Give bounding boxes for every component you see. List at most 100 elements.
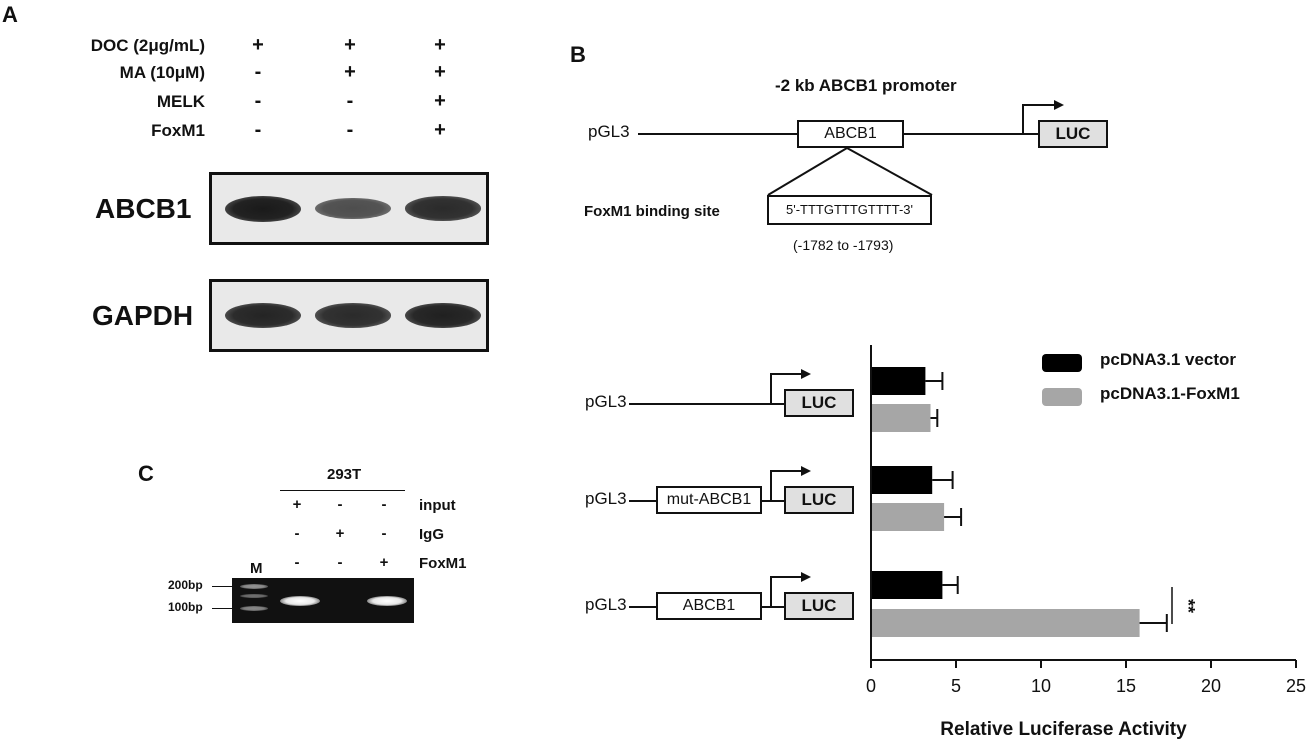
- construct-line: [629, 606, 656, 608]
- ladder-band-mid: [240, 594, 268, 598]
- construct-arrowhead: [801, 369, 811, 379]
- ladder-band-200: [240, 584, 268, 589]
- condition-sign: +: [344, 34, 356, 56]
- construct-tss: [770, 576, 772, 606]
- chip-sign: +: [292, 496, 302, 513]
- blot-band: [405, 302, 481, 329]
- panel-b-letter: B: [570, 42, 586, 67]
- ladder-tick-200: [212, 586, 232, 587]
- chip-row-label: input: [419, 497, 456, 514]
- condition-sign: -: [254, 90, 262, 112]
- condition-label: DOC (2μg/mL): [90, 36, 205, 55]
- construct-tss-arrow: [770, 470, 804, 472]
- construct-line: [762, 606, 784, 608]
- tss-arrowhead: [1054, 100, 1064, 110]
- blot-band: [225, 195, 301, 222]
- blot-band: [405, 196, 481, 221]
- chip-sign: -: [337, 496, 343, 513]
- construct-label: pGL3: [588, 122, 630, 141]
- bar-foxm1: [872, 503, 945, 531]
- ladder-band-100: [240, 606, 268, 611]
- condition-sign: -: [254, 61, 262, 83]
- construct-insert-box: ABCB1: [656, 592, 762, 620]
- gapdh-blot: [209, 279, 489, 352]
- luc-box-top: LUC: [1038, 120, 1108, 148]
- binding-site-label: FoxM1 binding site: [584, 203, 720, 220]
- blot-band: [315, 197, 391, 220]
- x-tick-label: 20: [1201, 676, 1221, 696]
- panel-a-letter: A: [2, 2, 18, 27]
- input-band: [280, 596, 320, 606]
- chip-row-label: FoxM1: [419, 555, 467, 572]
- bar-vector: [872, 571, 943, 599]
- chip-row-label: IgG: [419, 526, 444, 543]
- construct-arrowhead: [801, 466, 811, 476]
- x-tick-label: 15: [1116, 676, 1136, 696]
- chip-gel: [232, 578, 414, 623]
- construct-tss-arrow: [770, 576, 804, 578]
- abcb1-promoter-box: ABCB1: [797, 120, 904, 148]
- legend-swatch-foxm1: [1042, 388, 1082, 406]
- condition-sign: +: [434, 90, 446, 112]
- construct-insert-box: mut-ABCB1: [656, 486, 762, 514]
- construct-tss: [770, 470, 772, 500]
- chip-sign: +: [379, 554, 389, 571]
- condition-label: MELK: [156, 92, 205, 111]
- chip-sign: +: [335, 525, 345, 542]
- construct-arrowhead: [801, 572, 811, 582]
- construct-line: [762, 500, 784, 502]
- tss-arrow-shaft: [1022, 104, 1058, 106]
- bar-vector: [872, 367, 926, 395]
- ladder-tick-100: [212, 608, 232, 609]
- bar-foxm1: [872, 609, 1140, 637]
- marker-lane-label: M: [250, 560, 263, 577]
- cell-line-underline: [280, 490, 405, 491]
- condition-sign: +: [434, 119, 446, 141]
- chip-sign: -: [294, 525, 300, 542]
- x-axis-title: Relative Luciferase Activity: [940, 719, 1187, 740]
- condition-sign: -: [254, 119, 262, 141]
- condition-label: MA (10μM): [119, 63, 205, 82]
- condition-label: FoxM1: [151, 121, 205, 140]
- condition-sign: +: [252, 34, 264, 56]
- x-tick-label: 0: [866, 676, 876, 696]
- blot-band: [315, 303, 391, 328]
- ladder-label-200: 200bp: [168, 578, 203, 592]
- blot-band: [225, 303, 301, 328]
- condition-sign: +: [434, 34, 446, 56]
- cell-line-label: 293T: [327, 466, 362, 483]
- legend-label-vector: pcDNA3.1 vector: [1100, 350, 1237, 369]
- condition-sign: -: [346, 119, 354, 141]
- construct-row-label: pGL3: [585, 489, 627, 508]
- condition-sign: +: [344, 61, 356, 83]
- x-tick-label: 5: [951, 676, 961, 696]
- condition-sign: -: [346, 90, 354, 112]
- promoter-line-left: [638, 133, 798, 135]
- binding-site-callout: [767, 147, 933, 196]
- foxm1-band: [367, 596, 407, 606]
- binding-position: (-1782 to -1793): [793, 237, 894, 253]
- promoter-line-luc: [1022, 133, 1038, 135]
- construct-line: [629, 500, 656, 502]
- binding-sequence-box: 5'-TTTGTTTGTTTT-3': [767, 195, 932, 225]
- panel-c-letter: C: [138, 461, 154, 486]
- chip-sign: -: [381, 496, 387, 513]
- construct-luc-box: LUC: [784, 486, 854, 514]
- abcb1-label: ABCB1: [95, 193, 192, 224]
- chip-sign: -: [337, 554, 343, 571]
- chip-sign: -: [294, 554, 300, 571]
- legend-label-foxm1: pcDNA3.1-FoxM1: [1100, 384, 1240, 403]
- construct-tss: [770, 373, 772, 403]
- tss-vertical: [1022, 104, 1024, 135]
- chip-sign: -: [381, 525, 387, 542]
- legend-swatch-vector: [1042, 354, 1082, 372]
- significance-mark: **: [1178, 599, 1198, 613]
- construct-row-label: pGL3: [585, 595, 627, 614]
- construct-row-label: pGL3: [585, 392, 627, 411]
- construct-luc-box: LUC: [784, 389, 854, 417]
- bar-foxm1: [872, 404, 931, 432]
- abcb1-blot: [209, 172, 489, 245]
- construct-tss-arrow: [770, 373, 804, 375]
- promoter-line-right: [904, 133, 1022, 135]
